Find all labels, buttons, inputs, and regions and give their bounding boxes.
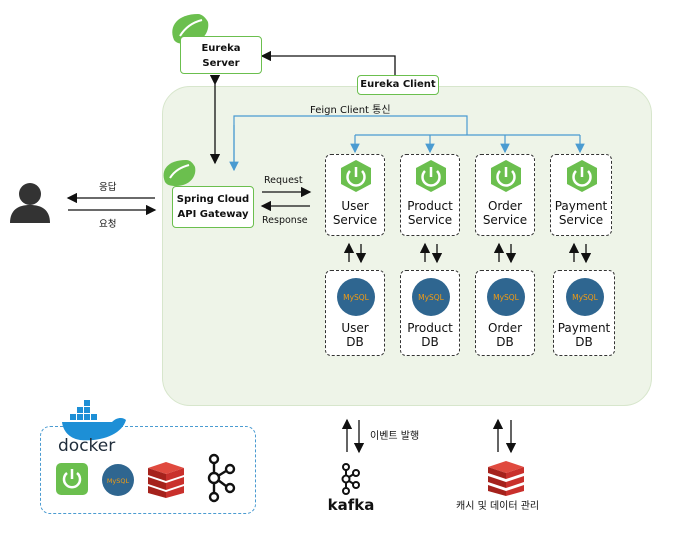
product-service-box: Product Service [400, 154, 460, 236]
request-label: Request [264, 175, 303, 186]
spring-power-icon [567, 160, 597, 192]
svg-text:MySQL: MySQL [493, 293, 520, 302]
response-label: Response [262, 215, 308, 226]
db-name: User [341, 321, 369, 335]
product-db-box: MySQL Product DB [400, 270, 460, 356]
service-name: Product [407, 199, 453, 213]
payment-db-box: MySQL Payment DB [553, 270, 615, 356]
mysql-icon: MySQL [412, 278, 450, 316]
eureka-server-box: Eureka Server [180, 36, 262, 74]
service-name-2: Service [482, 213, 528, 227]
payment-service-box: Payment Service [550, 154, 612, 236]
request-label-ko: 요청 [99, 219, 117, 230]
service-name-2: Service [407, 213, 453, 227]
api-gateway-box: Spring Cloud API Gateway [172, 186, 254, 228]
svg-text:MySQL: MySQL [343, 293, 370, 302]
spring-power-icon [416, 160, 446, 192]
gateway-label-2: API Gateway [177, 209, 249, 220]
tools-box [40, 426, 256, 514]
redis-label: 캐시 및 데이터 관리 [456, 501, 540, 512]
gateway-label: Spring Cloud [176, 194, 250, 205]
event-publish-label: 이벤트 발행 [370, 431, 420, 442]
svg-text:MySQL: MySQL [418, 293, 445, 302]
eureka-server-label-2: Server [202, 58, 240, 69]
mysql-icon: MySQL [566, 278, 604, 316]
client-to-server-arrow [260, 50, 396, 75]
eureka-client-label: Eureka Client [360, 79, 436, 90]
order-db-box: MySQL Order DB [475, 270, 535, 356]
mysql-icon: MySQL [337, 278, 375, 316]
service-name: Order [487, 199, 523, 213]
service-name-2: Service [558, 213, 604, 227]
order-service-box: Order Service [475, 154, 535, 236]
service-name: User [341, 199, 369, 213]
db-name: Order [487, 321, 523, 335]
service-name-2: Service [332, 213, 378, 227]
user-service-box: User Service [325, 154, 385, 236]
mysql-icon: MySQL [487, 278, 525, 316]
spring-power-icon [491, 160, 521, 192]
eureka-client-box: Eureka Client [357, 75, 439, 95]
svg-text:MySQL: MySQL [572, 293, 599, 302]
response-label-ko: 응답 [99, 182, 117, 193]
service-name: Payment [554, 199, 608, 213]
db-name: Product [407, 321, 453, 335]
feign-client-label: Feign Client 통신 [310, 105, 391, 116]
db-name-2: DB [496, 335, 514, 349]
db-name-2: DB [346, 335, 364, 349]
user-db-box: MySQL User DB [325, 270, 385, 356]
spring-power-icon [341, 160, 371, 192]
db-name-2: DB [421, 335, 439, 349]
eureka-server-label: Eureka [201, 43, 241, 54]
db-name-2: DB [575, 335, 593, 349]
db-name: Payment [557, 321, 611, 335]
